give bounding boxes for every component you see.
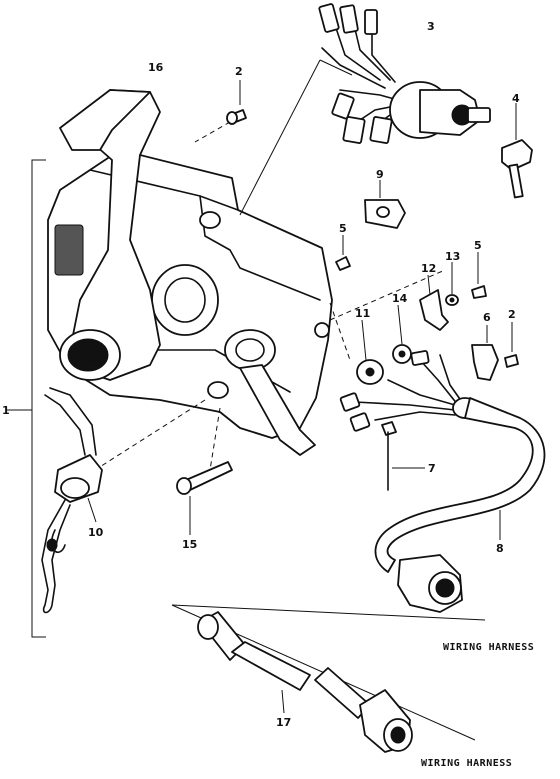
callout-14: 14 <box>392 292 408 305</box>
control-lever <box>59 89 161 381</box>
callout-16: 16 <box>148 61 164 74</box>
wiring-harness-caption-lower: WIRING HARNESS <box>421 758 512 769</box>
stop-switch-lanyard <box>41 387 103 614</box>
grommet-part-11 <box>356 319 384 385</box>
callout-4: 4 <box>512 92 520 105</box>
harness-extension <box>197 611 413 753</box>
screw-part-2b <box>504 322 519 368</box>
screw-part-2 <box>226 80 247 125</box>
harness-cable <box>339 350 546 613</box>
assembly-bracket <box>6 159 46 638</box>
leader-lines <box>94 121 446 471</box>
callout-10: 10 <box>88 526 104 539</box>
callout-12: 12 <box>421 262 436 275</box>
callout-5a: 5 <box>339 222 347 235</box>
callout-15: 15 <box>182 538 197 551</box>
callout-2a: 2 <box>235 65 243 78</box>
callout-3: 3 <box>427 20 435 33</box>
wiring-harness-caption-upper: WIRING HARNESS <box>443 642 534 653</box>
bolt-part-15 <box>176 461 233 535</box>
screw-part-5b <box>471 252 487 299</box>
ignition-switch <box>318 3 491 144</box>
callout-9: 9 <box>376 168 384 181</box>
callout-11: 11 <box>355 307 370 320</box>
callout-6: 6 <box>483 311 491 324</box>
clamp-part-9 <box>364 180 406 229</box>
callout-8: 8 <box>496 542 504 555</box>
callout-labels: 1 2 3 4 16 9 5 5 12 13 14 11 6 2 7 8 10 … <box>2 20 520 729</box>
callout-17: 17 <box>276 716 291 729</box>
bracket-part-12 <box>419 274 449 331</box>
clip-part-6 <box>471 325 499 381</box>
callout-2b: 2 <box>508 308 516 321</box>
throttle-arm <box>224 329 316 456</box>
screw-part-5a <box>335 235 351 271</box>
callout-13: 13 <box>445 250 460 263</box>
callout-5b: 5 <box>474 239 482 252</box>
callout-1: 1 <box>2 404 10 417</box>
ignition-key <box>501 103 533 199</box>
washer-part-13 <box>445 262 459 306</box>
part-7-rod <box>381 421 425 491</box>
callout-7: 7 <box>428 462 436 475</box>
part-14 <box>392 304 412 364</box>
